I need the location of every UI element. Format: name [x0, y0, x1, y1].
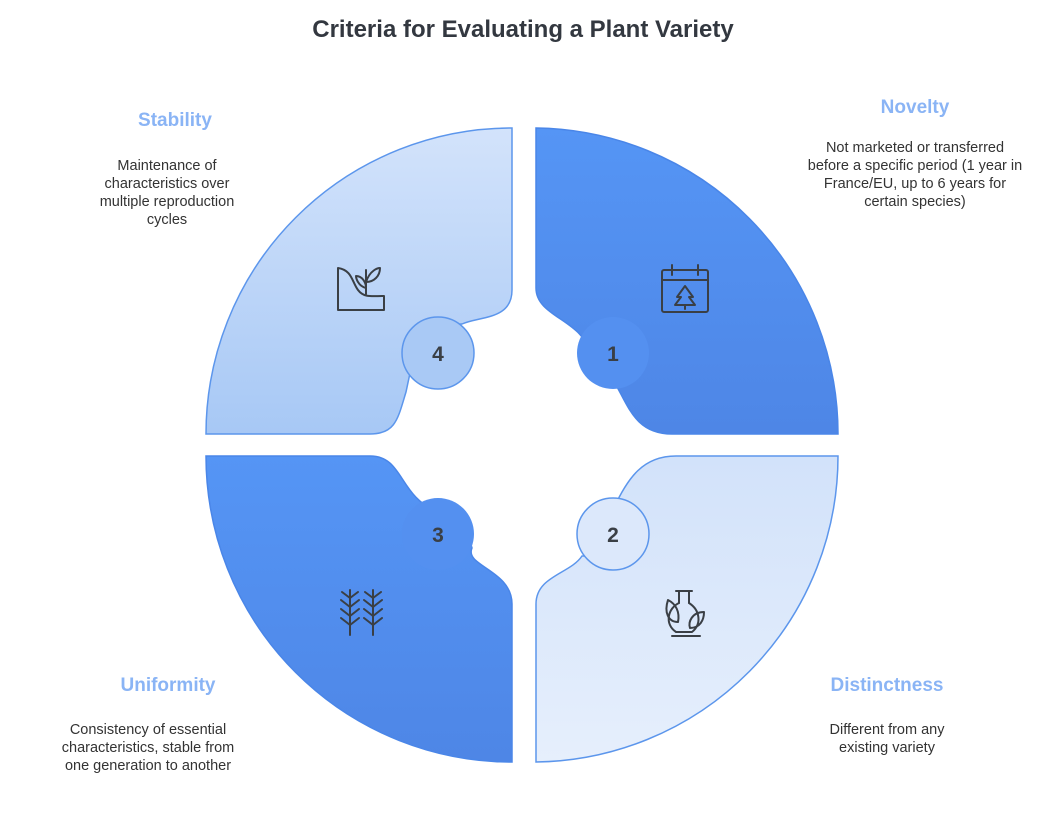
number-label-4: 4 [432, 343, 444, 366]
test-tube-leaf-icon [665, 590, 705, 637]
criterion-description-novelty: Not marketed or transferred before a spe… [807, 140, 1023, 210]
quadrant-stability [205, 127, 513, 435]
criterion-label-distinctness: Distinctness [830, 675, 944, 696]
wheat-icon [340, 589, 383, 636]
sprout-hill-icon [337, 267, 385, 311]
number-label-3: 3 [432, 524, 444, 547]
number-badge-4 [401, 316, 475, 390]
number-label-2: 2 [607, 524, 619, 547]
criterion-label-stability: Stability [138, 110, 212, 131]
criterion-label-uniformity: Uniformity [120, 675, 216, 696]
criterion-label-novelty: Novelty [880, 97, 950, 118]
number-badge-3 [402, 498, 474, 570]
number-badge-2 [576, 497, 650, 571]
criterion-description-distinctness: Different from any existing variety [829, 722, 945, 756]
criterion-description-uniformity: Consistency of essential characteristics… [61, 722, 235, 774]
diagram-title: Criteria for Evaluating a Plant Variety [312, 16, 734, 43]
number-label-1: 1 [607, 343, 619, 366]
number-badge-1 [577, 317, 649, 389]
quadrant-distinctness [535, 455, 839, 763]
criterion-description-stability: Maintenance of characteristics over mult… [99, 158, 235, 228]
calendar-tree-icon [661, 264, 709, 313]
